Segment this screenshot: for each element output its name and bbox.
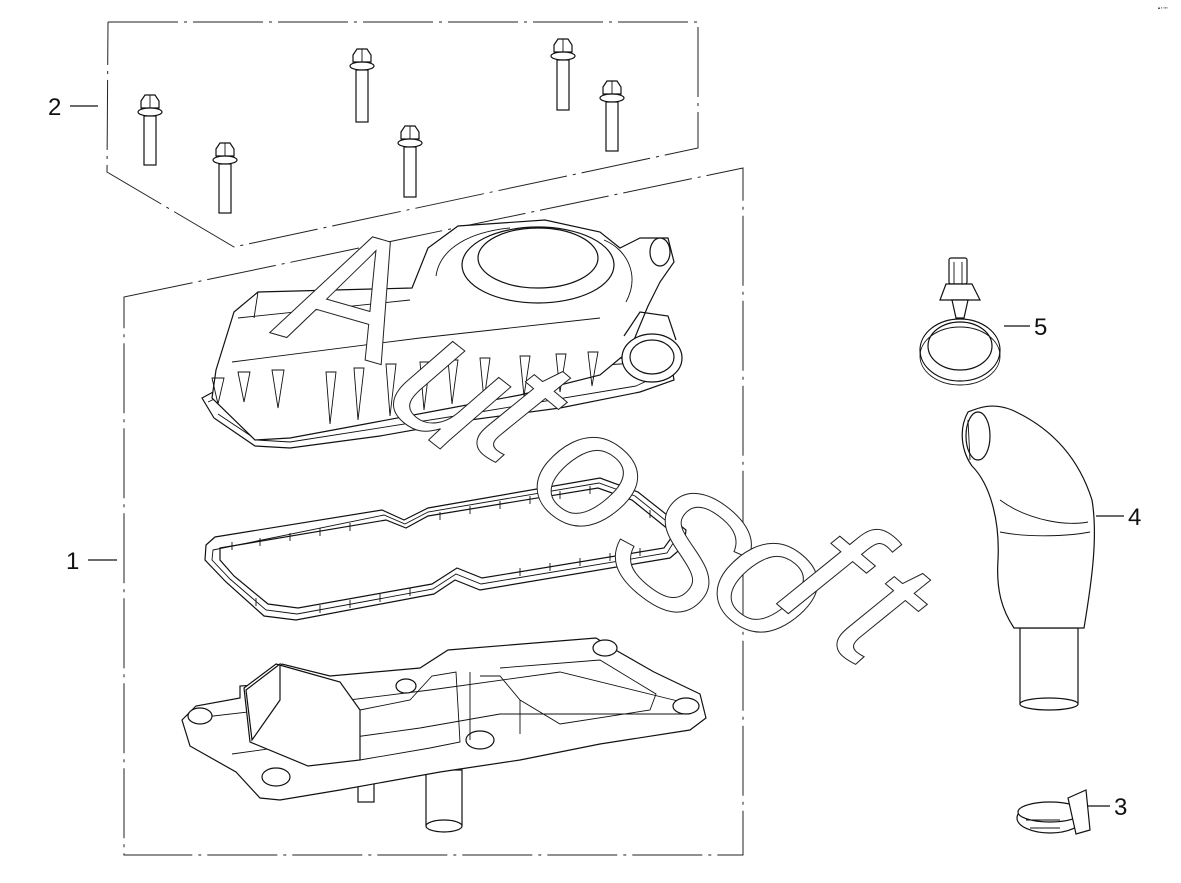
callout-2: 2 [48, 94, 61, 121]
bolt [212, 142, 238, 214]
bolt [397, 125, 423, 198]
bolt [550, 38, 576, 111]
callout-5: 5 [1034, 314, 1047, 341]
gasket [204, 477, 687, 621]
base-plate [181, 637, 707, 833]
bolt-group-frame [106, 21, 699, 248]
small-clamp [1016, 789, 1091, 835]
callout-1: 1 [66, 548, 79, 575]
breather-hose [961, 405, 1096, 711]
valve-cover [201, 219, 683, 449]
bolt [137, 94, 163, 166]
corner-tag: ▲▪ ▪▪▪ [1157, 5, 1168, 10]
callout-4: 4 [1128, 504, 1141, 531]
callout-3: 3 [1114, 794, 1127, 821]
bolt [349, 48, 375, 123]
assembly-group-frame [123, 167, 744, 856]
bolt [599, 80, 625, 152]
hose-clamp [919, 257, 1001, 386]
bolt-set [137, 38, 625, 214]
